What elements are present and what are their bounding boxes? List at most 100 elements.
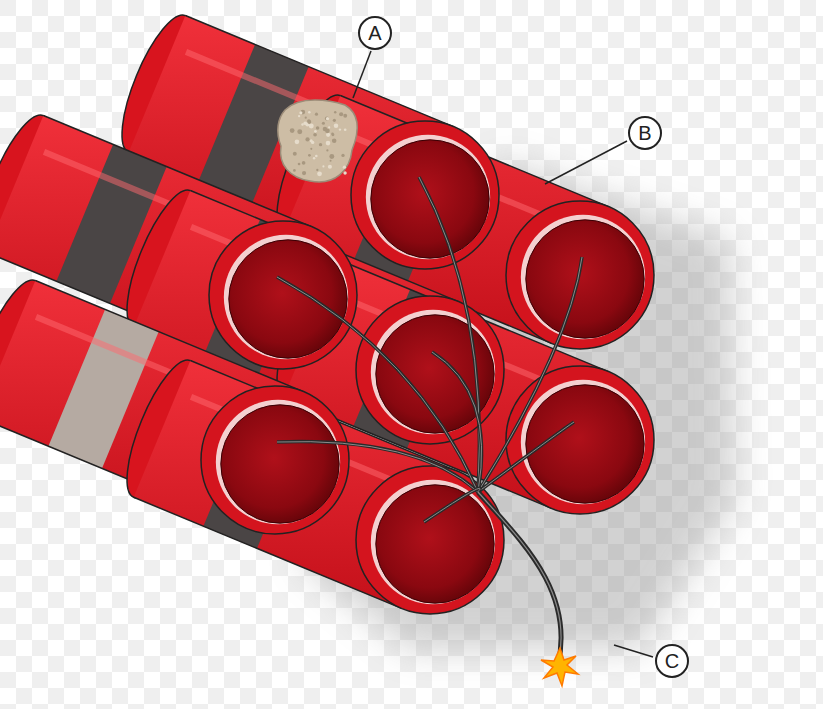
explosive-grain bbox=[298, 115, 300, 117]
explosive-grain bbox=[290, 128, 295, 133]
face-hole bbox=[221, 405, 339, 523]
callout-text: C bbox=[665, 651, 679, 671]
face-rim bbox=[356, 296, 504, 444]
face-rim bbox=[351, 121, 499, 269]
explosive-grain bbox=[297, 129, 302, 134]
explosive-grain bbox=[303, 121, 307, 125]
face-ring bbox=[521, 380, 645, 504]
explosive-grain bbox=[326, 117, 329, 120]
fuse-wire bbox=[419, 177, 479, 492]
explosive-grain bbox=[344, 128, 347, 131]
explosive-grain bbox=[334, 111, 336, 113]
callout-text: B bbox=[638, 123, 651, 143]
explosive-grain bbox=[343, 171, 346, 174]
explosive-grain bbox=[334, 124, 339, 129]
explosive-grain bbox=[332, 139, 336, 143]
explosive-grain bbox=[299, 111, 302, 114]
fuse-wire bbox=[277, 277, 478, 492]
exposed-explosive bbox=[278, 100, 357, 182]
main-fuse-highlight bbox=[478, 492, 561, 665]
fuse-highlight bbox=[277, 442, 478, 492]
leader-line bbox=[353, 51, 371, 98]
fuse-wire bbox=[424, 488, 480, 522]
explosive-grain bbox=[302, 171, 306, 175]
explosive-grain bbox=[326, 141, 331, 146]
explosive-grain bbox=[305, 137, 309, 141]
explosive-grain bbox=[307, 120, 311, 124]
stick-face bbox=[201, 386, 349, 534]
face-rim bbox=[356, 466, 504, 614]
explosive-grain bbox=[317, 171, 322, 176]
dynamite-sticks bbox=[0, 7, 654, 614]
fuse-wire bbox=[432, 352, 482, 492]
explosive-grain bbox=[314, 130, 317, 133]
callout-letter: A bbox=[358, 16, 392, 50]
explosive-grain bbox=[295, 140, 300, 145]
fuse-highlight bbox=[424, 488, 480, 522]
explosive-grain bbox=[343, 165, 346, 168]
fuse-highlight bbox=[478, 257, 582, 492]
face-ring bbox=[371, 480, 495, 604]
explosive-grain bbox=[301, 123, 303, 125]
stick-face bbox=[356, 466, 504, 614]
leader-line bbox=[614, 645, 653, 657]
explosive-grain bbox=[308, 154, 311, 157]
explosive-grain bbox=[325, 128, 330, 133]
fuse-highlight bbox=[419, 177, 479, 492]
leader-line bbox=[545, 141, 627, 184]
explosive-grain bbox=[341, 154, 344, 157]
explosive-grain bbox=[305, 117, 307, 119]
callout-text: A bbox=[368, 23, 381, 43]
stick-face bbox=[351, 121, 499, 269]
fuse-highlight bbox=[277, 277, 478, 492]
face-hole bbox=[376, 485, 494, 603]
explosive-grain bbox=[316, 126, 320, 130]
explosive-grain bbox=[308, 111, 311, 114]
explosive-grain bbox=[326, 149, 328, 151]
explosive-grain bbox=[328, 126, 330, 128]
explosive-grain bbox=[330, 160, 332, 162]
explosive-grain bbox=[328, 165, 332, 169]
fuse-wire bbox=[277, 442, 478, 492]
explosive-grain bbox=[343, 114, 347, 118]
explosive-grain bbox=[315, 155, 318, 158]
explosive-grain bbox=[331, 133, 334, 136]
explosive-grain bbox=[322, 122, 325, 125]
explosive-grain bbox=[322, 165, 324, 167]
stick-face bbox=[506, 366, 654, 514]
callout-letter: C bbox=[655, 644, 689, 678]
explosive-grain bbox=[302, 161, 306, 165]
fuse-wire bbox=[478, 257, 582, 492]
explosive-grain bbox=[310, 148, 312, 150]
face-rim bbox=[209, 221, 357, 369]
main-fuse bbox=[478, 492, 561, 665]
explosive-grain bbox=[311, 141, 314, 144]
fuse-wire bbox=[478, 422, 574, 492]
face-hole bbox=[526, 220, 644, 338]
face-hole bbox=[229, 240, 347, 358]
explosive-grain bbox=[309, 124, 314, 129]
explosive-grain bbox=[329, 154, 334, 159]
explosive-grain bbox=[339, 128, 341, 130]
explosive-grain bbox=[293, 152, 297, 156]
explosive-grain bbox=[315, 113, 318, 116]
stick-face bbox=[356, 296, 504, 444]
face-rim bbox=[506, 366, 654, 514]
explosive-grain bbox=[325, 116, 329, 120]
explosive-grain bbox=[326, 133, 330, 137]
explosive-grain bbox=[313, 157, 315, 159]
fuse-wires bbox=[277, 177, 582, 665]
explosive-texture bbox=[290, 110, 347, 177]
face-ring bbox=[216, 400, 340, 524]
explosive-grain bbox=[313, 133, 317, 137]
spark bbox=[541, 648, 578, 686]
callout-letter: B bbox=[628, 116, 662, 150]
explosive-grain bbox=[333, 119, 336, 122]
explosive-grain bbox=[339, 112, 343, 116]
explosive-grain bbox=[319, 143, 322, 146]
face-rim bbox=[201, 386, 349, 534]
explosive-grain bbox=[316, 169, 318, 171]
